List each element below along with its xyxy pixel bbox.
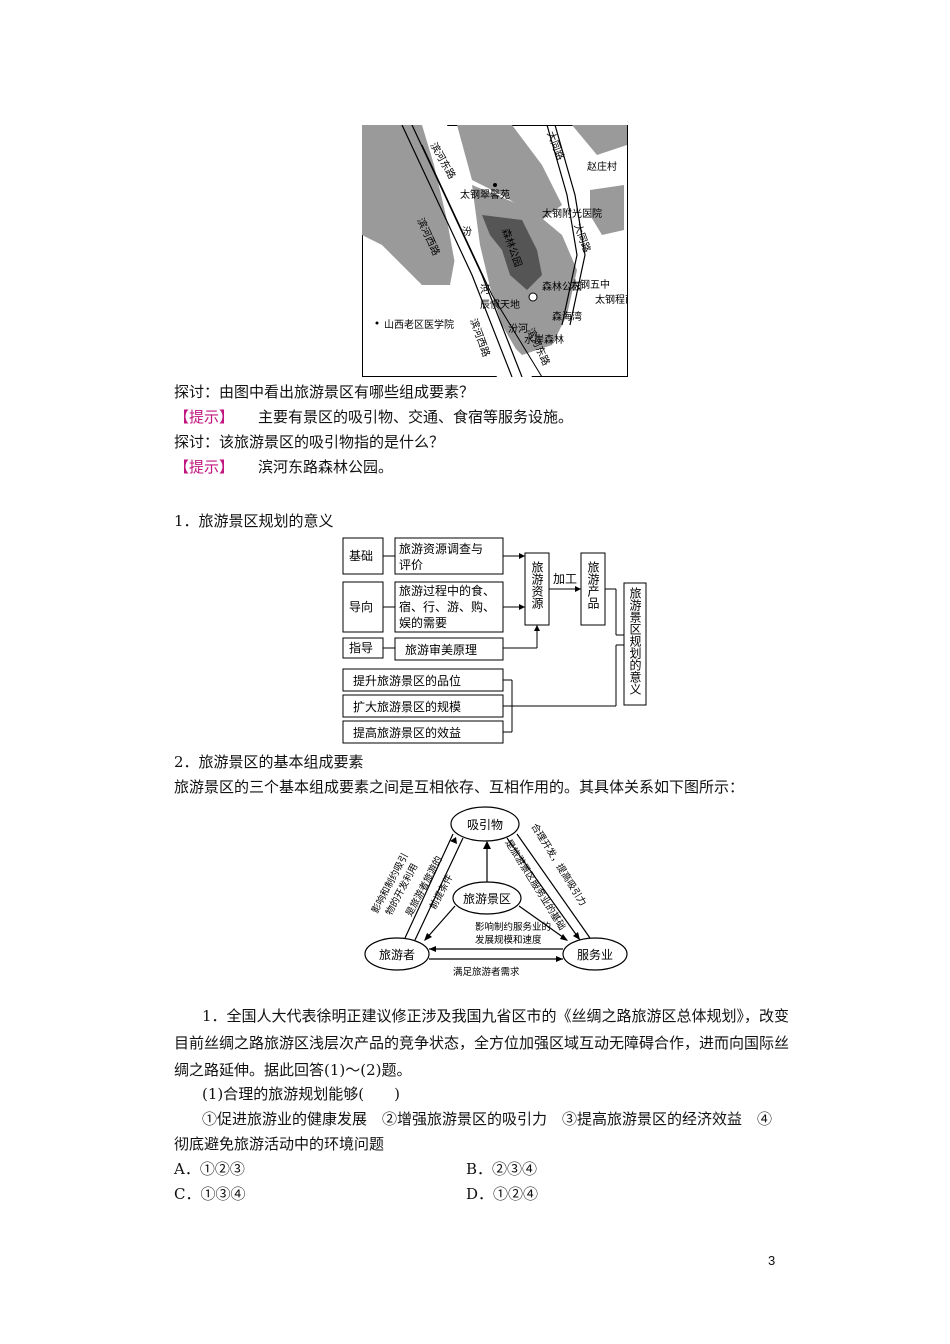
hint-tag: 【提示】	[174, 408, 235, 426]
diagram-need-line2: 宿、行、游、购、	[399, 599, 495, 614]
diagram-aesthetic: 旅游审美原理	[405, 642, 477, 657]
map-place-label: 水岸森林	[524, 333, 564, 346]
map-place-label: 赵庄村	[587, 160, 617, 173]
map-place-label: 辰慣天地	[480, 298, 520, 311]
statements-line1: ①促进旅游业的健康发展 ②增强旅游景区的吸引力 ③提高旅游景区的经济效益 ④	[202, 1110, 773, 1128]
diagram-label-direct: 指导	[349, 640, 373, 655]
map-place-label: 太钢翠馨苑	[460, 188, 510, 201]
diagram-meaning: 旅游景区规划的意义	[628, 587, 642, 695]
question-stem-line2: 目前丝绸之路旅游区浅层次产品的竞争状态，全方位加强区域互动无障碍合作，进而向国际…	[174, 1034, 790, 1052]
discussion-answer-1: 【提示】 主要有景区的吸引物、交通、食宿等服务设施。	[174, 406, 573, 428]
edge-label: 发展规模和速度	[475, 934, 542, 946]
node-center: 旅游景区	[463, 892, 511, 906]
node-tourist: 旅游者	[379, 948, 415, 962]
page-number: 3	[768, 1253, 776, 1268]
section-heading: 1．旅游景区规划的意义	[174, 512, 334, 530]
diagram-process: 加工	[553, 572, 577, 586]
diagram-product: 旅游产品	[586, 561, 600, 609]
edge-label: 满足旅游者需求	[453, 966, 520, 978]
map-place-label: 山西老区医学院	[384, 318, 454, 331]
diagram-label-base: 基础	[349, 549, 373, 563]
statements-line2: 彻底避免旅游活动中的环境问题	[174, 1135, 385, 1153]
sub-question: (1)合理的旅游规划能够( )	[202, 1085, 400, 1103]
diagram-label-guide: 导向	[349, 599, 373, 614]
discussion-question-2: 探讨：该旅游景区的吸引物指的是什么？	[174, 433, 445, 451]
map-place-label: 森海湾	[552, 310, 582, 323]
question-stem-line3: 绸之路延伸。据此回答(1)～(2)题。	[174, 1061, 412, 1079]
discussion-question-1: 探讨：由图中看出旅游景区有哪些组成要素？	[174, 383, 475, 401]
choice-c[interactable]: C．①③④	[174, 1185, 246, 1203]
discussion-answer-2: 【提示】 滨河东路森林公园。	[174, 456, 393, 478]
node-service: 服务业	[577, 947, 613, 962]
edge-label: 影响制约服务业的	[475, 921, 551, 933]
diagram-survey-line1: 旅游资源调查与	[399, 542, 483, 556]
node-attraction: 吸引物	[467, 818, 503, 832]
diagram-effect-2: 扩大旅游景区的规模	[353, 699, 461, 714]
diagram-need-line3: 娱的需要	[399, 615, 447, 630]
choice-d[interactable]: D．①②④	[466, 1185, 539, 1203]
map-river-label: 汾河	[508, 323, 528, 335]
hint-tag: 【提示】	[174, 458, 235, 476]
map-place-label: 太钢程南小区	[595, 293, 628, 306]
hint-text: 主要有景区的吸引物、交通、食宿等服务设施。	[258, 408, 574, 426]
question-stem-line1: 1．全国人大代表徐明正建议修正涉及我国九省区市的《丝绸之路旅游区总体规划》，改变	[202, 1007, 790, 1025]
map-place-label: 太钢五中	[570, 278, 610, 291]
planning-significance-diagram: 基础 导向 指导 旅游资源调查与 评价 旅游过程中的食、 宿、行、游、购、 娱的…	[342, 537, 647, 744]
map-place-label: 太钢附光医院	[542, 207, 602, 220]
map-river-label: 河	[480, 284, 490, 296]
map-place-label: 森林公园	[542, 280, 582, 293]
element-relation-diagram: 吸引物 旅游者 服务业 旅游景区 影响和制约吸引 物的开发利用 是旅游者旅游的 …	[364, 806, 628, 978]
section-heading: 2．旅游景区的基本组成要素	[174, 753, 364, 771]
diagram-survey-line2: 评价	[399, 558, 423, 572]
diagram-effect-1: 提升旅游景区的品位	[353, 673, 461, 688]
diagram-resource: 旅游资源	[530, 561, 544, 610]
hint-text: 滨河东路森林公园。	[258, 458, 394, 476]
choice-b[interactable]: B．②③④	[466, 1160, 538, 1178]
map-river-label: 汾	[462, 226, 472, 238]
scenic-area-map: 滨河东路 滨河西路 大同路 大同路 滨河西路 滨河东路 赵庄村 太钢翠馨苑 太钢…	[362, 125, 628, 377]
diagram-need-line1: 旅游过程中的食、	[399, 583, 495, 598]
choice-a[interactable]: A．①②③	[174, 1160, 245, 1178]
section-intro: 旅游景区的三个基本组成要素之间是互相依存、互相作用的。其具体关系如下图所示：	[174, 778, 745, 796]
diagram-effect-3: 提高旅游景区的效益	[353, 725, 461, 740]
